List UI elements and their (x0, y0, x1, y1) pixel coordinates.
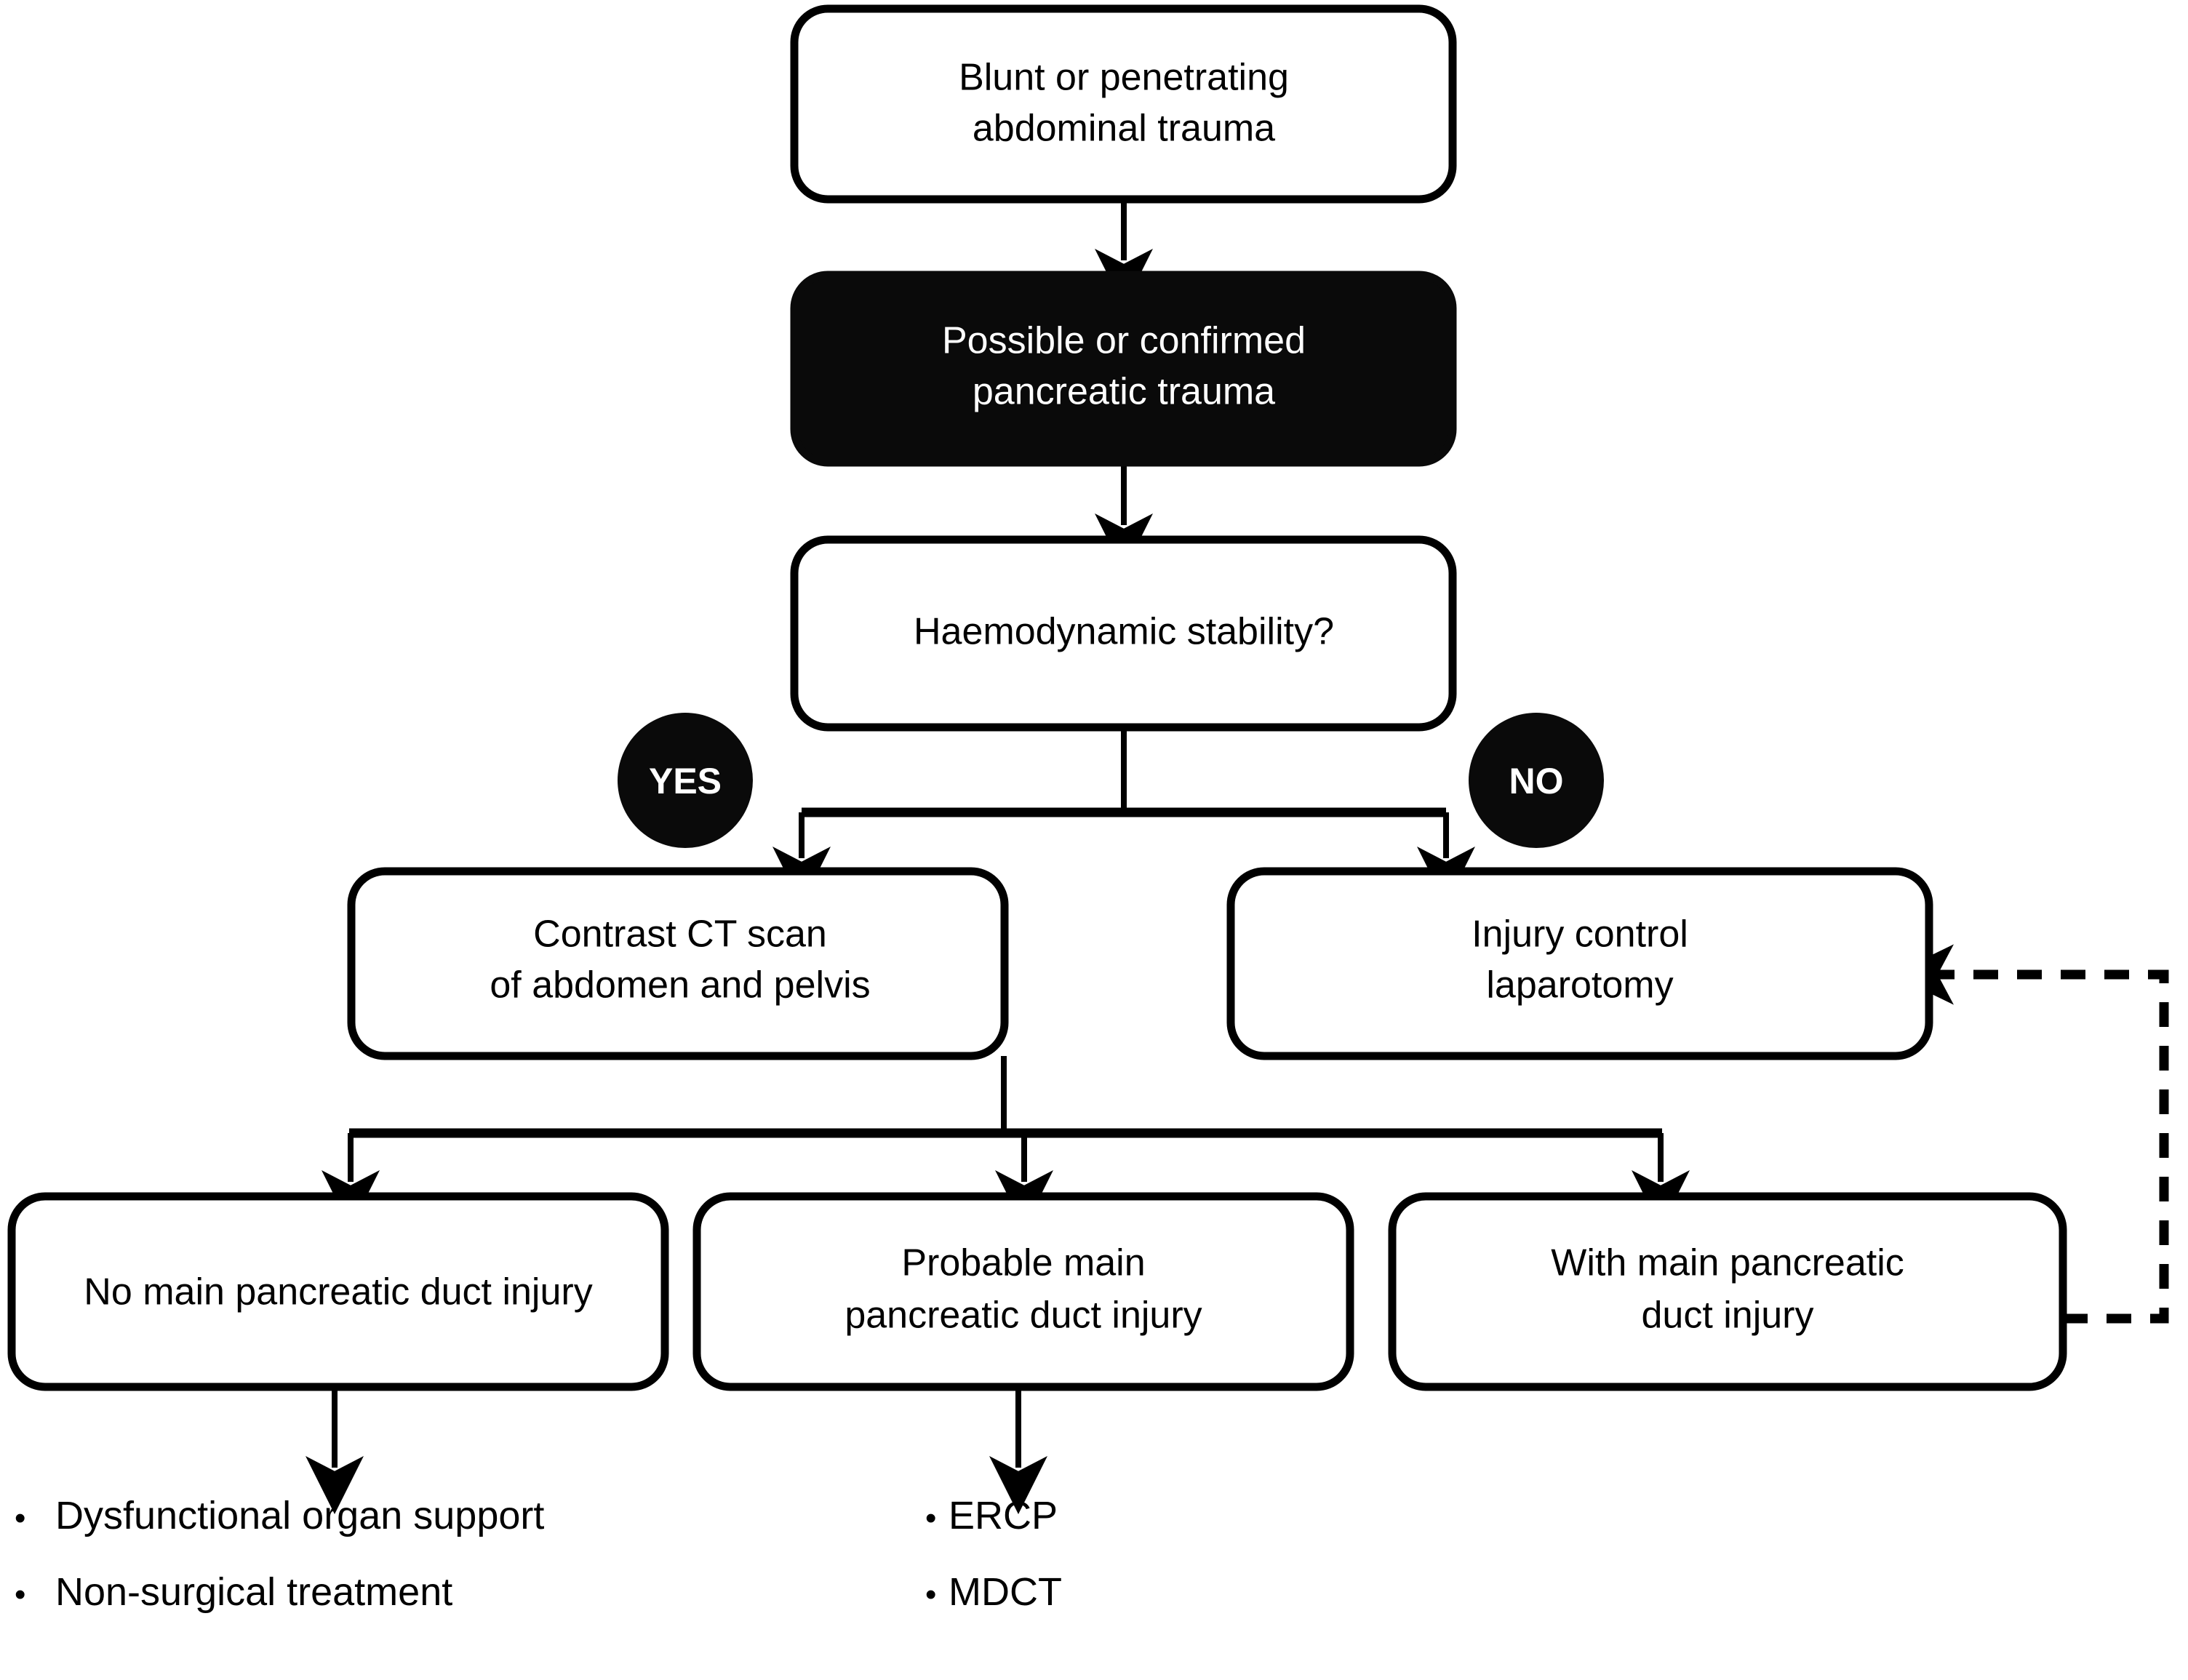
node-label-line2: of abdomen and pelvis (490, 964, 870, 1007)
list-item: • MDCT (925, 1570, 1062, 1615)
node-shape (7, 1192, 669, 1391)
list-item-label: Dysfunctional organ support (55, 1494, 545, 1537)
edge-ct-scan-split (322, 1056, 1690, 1228)
bullet-icon: • (925, 1577, 937, 1613)
bullet-icon: • (925, 1500, 937, 1536)
list-item: • Dysfunctional organ support (15, 1494, 545, 1537)
node-no-main-pancreatic-duct-injury[interactable]: No main pancreatic duct injury (7, 1192, 669, 1391)
badge-no: NO (1469, 713, 1604, 848)
node-label-line1: Haemodynamic stability? (914, 611, 1334, 653)
list-no-duct-injury-actions: • Dysfunctional organ support • Non-surg… (15, 1494, 545, 1648)
node-label-line2: pancreatic trauma (973, 371, 1275, 413)
node-probable-main-pancreatic-duct-injury[interactable]: Probable main pancreatic duct injury (692, 1192, 1354, 1391)
edge-dashed-path (1891, 944, 2169, 1324)
node-contrast-ct-scan[interactable]: Contrast CT scan of abdomen and pelvis (347, 867, 1009, 1060)
node-shape (692, 1192, 1354, 1391)
list-item: • Non-surgical treatment (15, 1570, 544, 1615)
node-label-line2: pancreatic duct injury (845, 1295, 1202, 1337)
list-item-label: MDCT (949, 1570, 1062, 1615)
node-label-line1: No main pancreatic duct injury (84, 1271, 592, 1313)
node-shape (790, 271, 1457, 467)
edge-stability-split (772, 727, 1475, 905)
node-label-line2: abdominal trauma (973, 108, 1275, 150)
node-label-line1: Contrast CT scan (533, 913, 827, 956)
node-haemodynamic-stability[interactable]: Haemodynamic stability? (790, 535, 1457, 732)
node-label-line1: Blunt or penetrating (959, 57, 1289, 99)
edge-with-duct-injury-to-laparotomy-dashed (1891, 944, 2169, 1324)
list-item-label: ERCP (949, 1494, 1058, 1537)
node-shape (790, 4, 1457, 204)
node-injury-control-laparotomy[interactable]: Injury control laparotomy (1226, 867, 1933, 1060)
list-probable-duct-injury-actions: • ERCP • MDCT (925, 1494, 1062, 1648)
badge-yes: YES (618, 713, 753, 848)
node-label-line1: Probable main (901, 1242, 1145, 1284)
badge-no-label: NO (1509, 761, 1564, 801)
node-label-line1: With main pancreatic (1551, 1242, 1904, 1284)
node-with-main-pancreatic-duct-injury[interactable]: With main pancreatic duct injury (1388, 1192, 2067, 1391)
node-label-line1: Injury control (1472, 913, 1688, 956)
list-item-label: Non-surgical treatment (55, 1570, 453, 1615)
badge-yes-label: YES (649, 761, 722, 801)
node-blunt-or-penetrating-abdominal-trauma[interactable]: Blunt or penetrating abdominal trauma (790, 4, 1457, 204)
bullet-icon: • (15, 1500, 26, 1536)
node-label-line1: Possible or confirmed (942, 320, 1306, 362)
list-item: • ERCP (925, 1494, 1062, 1537)
badge-yes-circle (618, 713, 753, 848)
bullet-icon: • (15, 1577, 26, 1613)
node-shape (1388, 1192, 2067, 1391)
node-shape (347, 867, 1009, 1060)
badge-no-circle (1469, 713, 1604, 848)
node-shape (1226, 867, 1933, 1060)
node-possible-or-confirmed-pancreatic-trauma[interactable]: Possible or confirmed pancreatic trauma (790, 271, 1457, 467)
node-shape (790, 535, 1457, 732)
node-label-line2: laparotomy (1486, 964, 1673, 1007)
node-label-line2: duct injury (1642, 1295, 1814, 1337)
